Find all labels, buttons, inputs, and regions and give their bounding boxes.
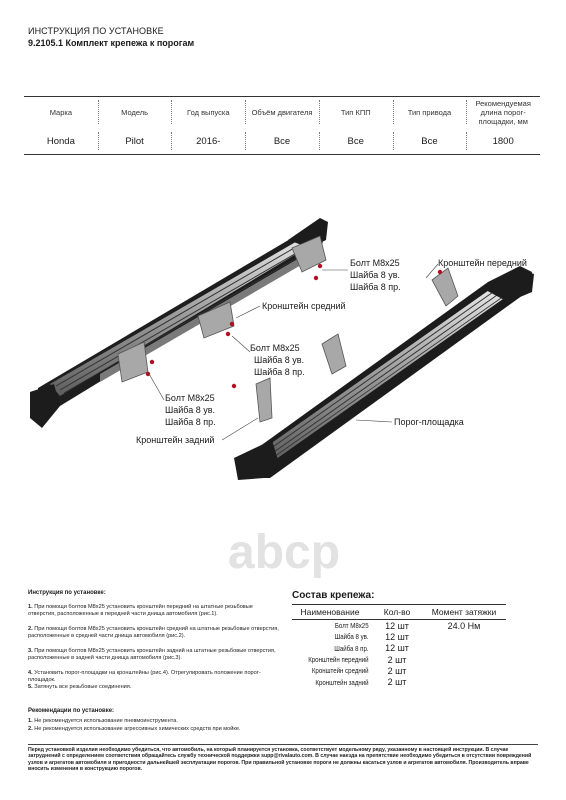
spec-cell-gearbox: Все <box>318 128 393 154</box>
spec-header-length: Рекомендуемая длина порог-площадки, мм <box>466 96 540 128</box>
spec-table-top-rule <box>24 96 540 97</box>
spec-header-engine: Объём двигателя <box>245 96 319 128</box>
instruction-step-5: 5. Затянуть все резьбовые соединения. <box>28 684 132 690</box>
spec-cell-length: 1800 <box>466 128 540 154</box>
spec-cell-drive: Все <box>392 128 467 154</box>
instruction-step-4: 4. Установить порог-площадки на кронштей… <box>28 670 261 683</box>
fasteners-header-name: Наименование <box>300 607 360 617</box>
fasteners-table: Наименование Кол-во Момент затяжки Болт … <box>292 604 506 688</box>
callout-front-bracket: Кронштейн передний <box>438 258 527 268</box>
recommendation-2: 2. Не рекомендуется использование агресс… <box>28 726 241 732</box>
spec-table: Марка Модель Год выпуска Объём двигателя… <box>24 96 540 154</box>
instruction-step-1: 1. При помощи болтов М8х25 установить кр… <box>28 604 253 617</box>
front-rear-bracket <box>255 377 273 423</box>
spec-table-header-row: Марка Модель Год выпуска Объём двигателя… <box>24 96 540 128</box>
spec-table-row: Honda Pilot 2016- Все Все Все 1800 <box>24 128 540 154</box>
recommendation-1: 1. Не рекомендуется использование пневмо… <box>28 718 178 724</box>
back-front-bracket <box>291 235 327 273</box>
table-row: Кронштейн средний 2 шт <box>311 665 407 676</box>
footer-disclaimer: Перед установкой изделия необходимо убед… <box>28 744 538 773</box>
recommendations-title: Рекомендации по установке: <box>28 708 115 714</box>
svg-text:abcp: abcp <box>228 530 340 578</box>
table-row: Болт М8х25 12 шт 24.0 Нм <box>334 620 481 631</box>
table-row: Шайба 8 ув. 12 шт <box>334 631 409 642</box>
abcp-watermark-logo: abcp <box>228 530 340 578</box>
spec-cell-model: Pilot <box>97 128 172 154</box>
callout-washer-top-2: Шайба 8 пр. <box>350 282 401 292</box>
front-front-bracket <box>431 267 459 307</box>
spec-header-model: Модель <box>97 96 172 128</box>
bolt-icon <box>313 275 319 281</box>
callout-rear-bracket: Кронштейн задний <box>136 435 215 445</box>
back-middle-bracket <box>197 301 235 339</box>
callout-bolt-left: Болт М8х25 <box>165 393 215 403</box>
spec-cell-year: 2016- <box>171 128 245 154</box>
spec-header-year: Год выпуска <box>171 96 245 128</box>
bolt-icon <box>145 371 151 377</box>
spec-header-drive: Тип привода <box>392 96 467 128</box>
bolt-icon <box>317 263 323 269</box>
spec-table-bottom-rule <box>24 154 540 155</box>
document-title: ИНСТРУКЦИЯ ПО УСТАНОВКЕ <box>28 26 164 36</box>
table-row: Кронштейн передний 2 шт <box>308 654 407 665</box>
bolt-icon <box>149 359 155 365</box>
fasteners-header-qty: Кол-во <box>383 607 411 617</box>
fasteners-header-row: Наименование Кол-во Момент затяжки <box>292 604 506 620</box>
callout-step: Порог-площадка <box>394 417 464 427</box>
instruction-step-3: 3. При помощи болтов М8х25 установить кр… <box>28 648 276 661</box>
callout-washer-mid-2: Шайба 8 пр. <box>254 367 305 377</box>
bolt-icon <box>437 269 443 275</box>
callout-washer-left-2: Шайба 8 пр. <box>165 417 216 427</box>
callout-bolt-top: Болт М8х25 <box>350 258 400 268</box>
bolt-icon <box>231 383 237 389</box>
instructions-title: Инструкция по установке: <box>28 590 106 596</box>
bolt-icon <box>229 321 235 327</box>
instruction-step-2: 2. При помощи болтов М8х25 установить кр… <box>28 626 279 639</box>
callout-bolt-mid: Болт М8х25 <box>250 343 300 353</box>
bolt-icon <box>225 331 231 337</box>
front-running-board <box>234 266 534 480</box>
table-row: Шайба 8 пр. 12 шт <box>334 643 409 654</box>
spec-header-make: Марка <box>49 107 72 117</box>
running-boards-illustration <box>30 218 534 480</box>
document-subtitle: 9.2105.1 Комплект крепежа к порогам <box>28 38 195 48</box>
back-running-board <box>30 218 328 428</box>
spec-cell-engine: Все <box>245 128 319 154</box>
fasteners-title: Состав крепежа: <box>292 590 375 601</box>
fasteners-header-torque: Момент затяжки <box>431 607 497 617</box>
spec-header-gearbox: Тип КПП <box>318 96 393 128</box>
front-middle-bracket <box>321 333 347 375</box>
callout-middle-bracket: Кронштейн средний <box>262 301 346 311</box>
callout-washer-left-1: Шайба 8 ув. <box>165 405 216 415</box>
spec-cell-make: Honda <box>46 135 75 147</box>
callout-washer-top-1: Шайба 8 ув. <box>350 270 401 280</box>
callout-washer-mid-1: Шайба 8 ув. <box>254 355 305 365</box>
table-row: Кронштейн задний 2 шт <box>315 677 407 688</box>
